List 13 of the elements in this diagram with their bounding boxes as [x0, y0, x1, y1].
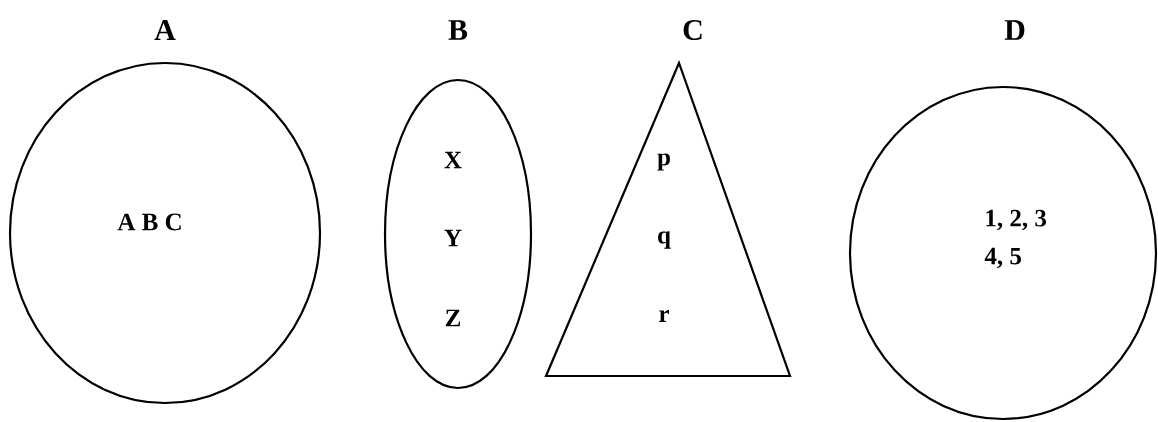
item-label: q: [658, 231, 671, 249]
shape-label: A: [154, 20, 176, 40]
item-label: A B C: [117, 213, 181, 231]
shape-label: D: [1004, 20, 1025, 40]
item-label: r: [659, 310, 669, 322]
item-label: 1, 2, 3: [986, 209, 1047, 231]
item-label: 4, 5: [984, 247, 1021, 269]
item-label: p: [657, 153, 670, 171]
item-label: Z: [445, 309, 461, 327]
item-label: Y: [444, 229, 462, 247]
item-label: X: [444, 151, 462, 169]
shape-label: B: [448, 20, 468, 40]
shape-label: C: [683, 19, 702, 41]
